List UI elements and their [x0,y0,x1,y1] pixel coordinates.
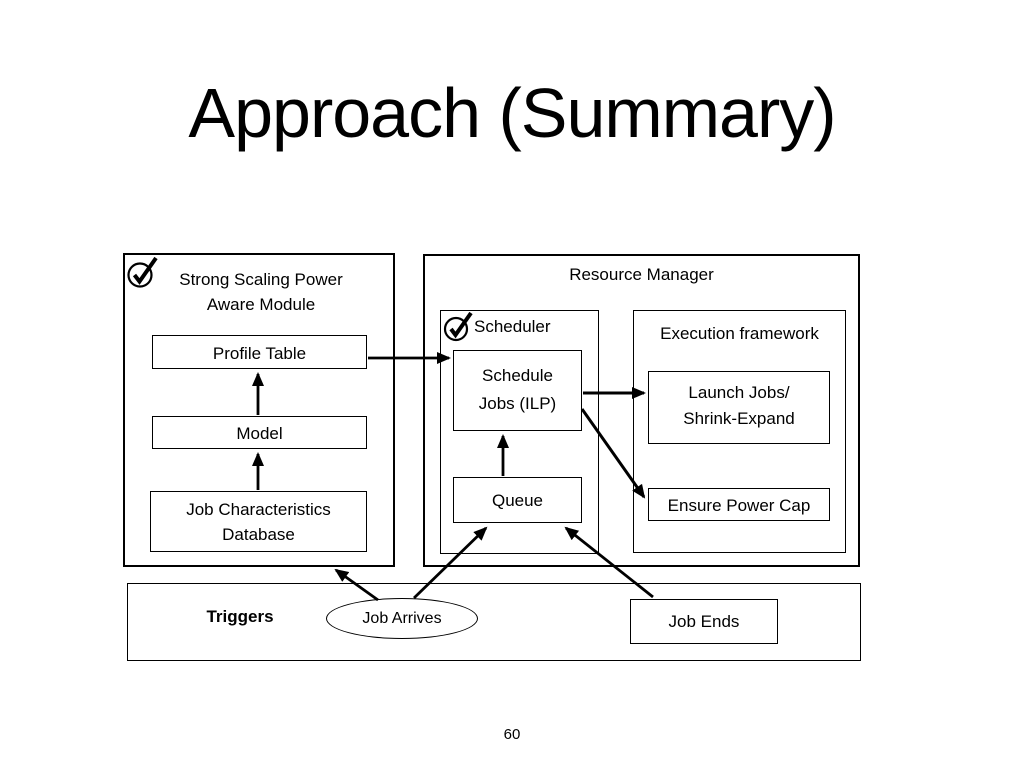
queue-box [453,477,582,523]
model-label: Model [236,424,283,443]
profile-table-label: Profile Table [212,344,307,363]
ensure-power-cap-label: Ensure Power Cap [667,496,811,515]
module-title: Strong Scaling Power Aware Module [179,270,343,314]
job-arrives-ellipse: Job Arrives [326,598,478,639]
job-arrives-label: Job Arrives [362,609,442,627]
execution-framework-title: Execution framework [660,324,819,343]
schedule-jobs-label: Schedule Jobs (ILP) [478,366,557,413]
schedule-jobs-box [453,350,582,431]
resource-manager-title: Resource Manager [569,265,714,284]
ensure-power-cap-box [648,488,830,521]
check-circle-icon [443,311,473,342]
model-box [152,416,367,449]
queue-label: Queue [491,491,544,510]
page-number: 60 [503,726,521,743]
job-ends-box [630,599,778,644]
launch-jobs-box [648,371,830,444]
launch-jobs-label: Launch Jobs/ Shrink-Expand [683,383,795,428]
triggers-label: Triggers [206,607,274,626]
job-ends-label: Job Ends [668,612,740,631]
check-circle-icon [127,256,158,288]
slide-title: Approach (Summary) [188,74,836,152]
job-characteristics-db-box [150,491,367,552]
job-characteristics-db-label: Job Characteristics Database [186,500,331,544]
scheduler-title: Scheduler [474,317,551,336]
profile-table-box [152,335,367,369]
